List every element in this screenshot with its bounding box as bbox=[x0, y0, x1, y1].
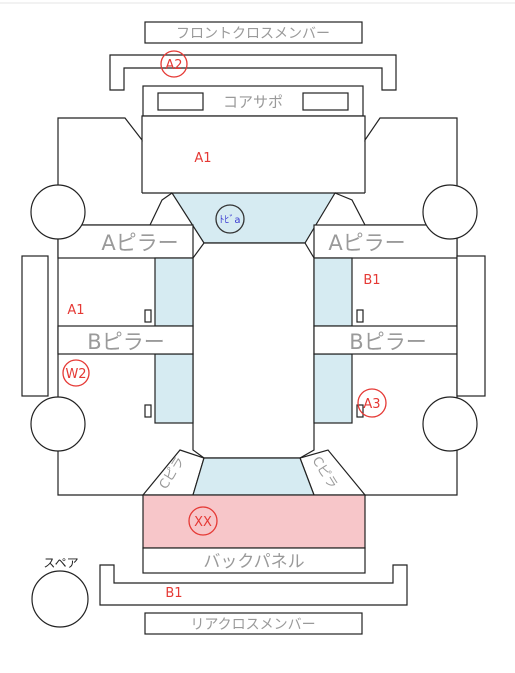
mark-rear-floor-xx: XX bbox=[194, 515, 212, 530]
rear-bumper-bracket[interactable] bbox=[99, 564, 408, 606]
rear-window[interactable] bbox=[192, 457, 315, 496]
core-support-right-slot bbox=[302, 92, 349, 111]
rear-cross-member-panel[interactable] bbox=[144, 612, 363, 635]
left-front-wheel[interactable] bbox=[30, 184, 86, 240]
right-front-wheel[interactable] bbox=[422, 184, 478, 240]
right-side-sill[interactable] bbox=[456, 255, 486, 397]
mark-xx-circle bbox=[188, 506, 218, 536]
front-cross-member-label: フロントクロスメンバー bbox=[176, 26, 330, 42]
b-pillar-right-panel[interactable] bbox=[313, 325, 458, 355]
roof-panel[interactable] bbox=[192, 242, 315, 459]
a-pillar-right-label: Aピラー bbox=[328, 231, 405, 255]
rear-floor-panel[interactable] bbox=[142, 494, 366, 549]
right-rear-window[interactable] bbox=[313, 353, 353, 424]
back-panel[interactable] bbox=[142, 547, 366, 574]
left-side-sill[interactable] bbox=[21, 255, 49, 397]
left-rear-window[interactable] bbox=[154, 353, 194, 424]
b-pillar-right-label: Bピラー bbox=[349, 330, 426, 354]
left-front-door-handle bbox=[144, 309, 152, 323]
left-rear-wheel[interactable] bbox=[30, 396, 86, 452]
mark-right-rear-door-a3: A3 bbox=[363, 397, 380, 412]
mark-a2: A2 bbox=[165, 58, 182, 73]
b-pillar-left-panel[interactable] bbox=[57, 325, 194, 355]
core-support-left-slot bbox=[157, 92, 204, 111]
mark-hood-a1: A1 bbox=[194, 151, 211, 166]
mark-w2-circle bbox=[62, 359, 90, 387]
b-pillar-left-label: Bピラー bbox=[87, 330, 164, 354]
spare-label: スペア bbox=[43, 556, 78, 570]
spare-tire[interactable] bbox=[31, 570, 89, 628]
mark-left-sill-w2: W2 bbox=[65, 367, 86, 382]
front-cross-member-panel[interactable] bbox=[144, 21, 363, 44]
windshield-mark-circle bbox=[215, 204, 245, 234]
a-pillar-left-label: Aピラー bbox=[101, 231, 178, 255]
mark-rear-cross-b1: B1 bbox=[165, 586, 182, 601]
mark-left-front-door-a1: A1 bbox=[67, 303, 84, 318]
a-pillar-left-panel[interactable] bbox=[57, 224, 194, 259]
left-front-window[interactable] bbox=[154, 257, 194, 327]
rear-cross-member-label: リアクロスメンバー bbox=[190, 617, 315, 633]
mark-a2-circle bbox=[160, 50, 188, 78]
mark-right-front-door-b1: B1 bbox=[363, 273, 380, 288]
right-front-window[interactable] bbox=[313, 257, 353, 327]
front-bumper-bracket[interactable] bbox=[109, 54, 397, 91]
mark-a3-circle bbox=[357, 388, 387, 418]
back-panel-label: バックパネル bbox=[203, 552, 304, 572]
left-rear-door-handle bbox=[144, 404, 152, 418]
windshield-mark: ﾄﾋﾞa bbox=[219, 214, 240, 226]
core-support-label: コアサポ bbox=[223, 93, 283, 111]
right-front-door-handle bbox=[356, 309, 364, 323]
right-rear-wheel[interactable] bbox=[422, 396, 478, 452]
